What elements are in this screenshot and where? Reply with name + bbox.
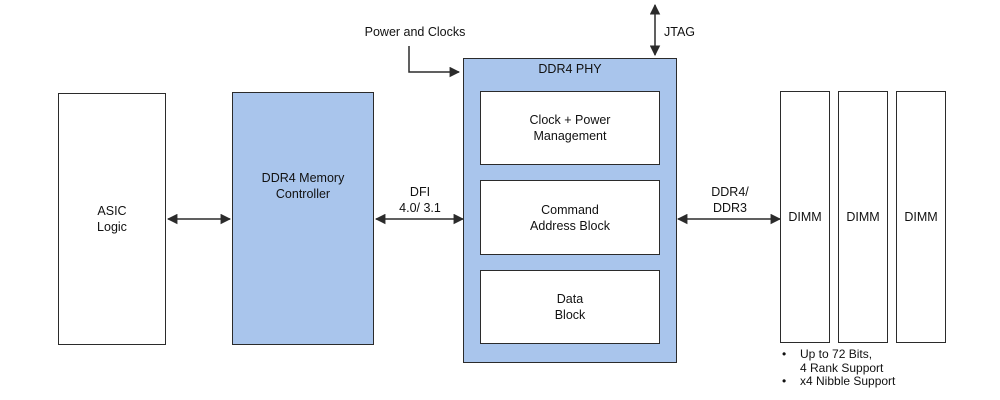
ddr4-phy-block: DDR4 PHY Clock + Power Management Comman… xyxy=(463,58,677,363)
dimm-1-label: DIMM xyxy=(788,210,822,224)
jtag-label: JTAG xyxy=(664,25,696,39)
clock-power-block: Clock + Power Management xyxy=(480,91,660,165)
data-block-label: Data Block xyxy=(554,292,586,322)
memory-controller-label: DDR4 Memory Controller xyxy=(261,171,345,201)
note-rank-support: Up to 72 Bits, 4 Rank Support xyxy=(800,347,884,375)
note-nibble-support: x4 Nibble Support xyxy=(800,374,896,388)
dimm-3: DIMM xyxy=(896,91,946,343)
dimm-notes: • Up to 72 Bits, 4 Rank Support • x4 Nib… xyxy=(782,347,896,389)
ddr4-phy-title: DDR4 PHY xyxy=(538,62,602,76)
data-block: Data Block xyxy=(480,270,660,344)
bullet-dot: • xyxy=(782,374,787,388)
command-address-block: Command Address Block xyxy=(480,180,660,255)
ddr-label: DDR4/ DDR3 xyxy=(711,185,749,215)
clock-power-label: Clock + Power Management xyxy=(529,113,611,143)
note-item: • Up to 72 Bits, 4 Rank Support xyxy=(782,347,895,375)
note-item: • x4 Nibble Support xyxy=(782,374,896,389)
asic-logic-block: ASIC Logic xyxy=(58,93,166,345)
dimm-2: DIMM xyxy=(838,91,888,343)
asic-logic-label: ASIC Logic xyxy=(97,204,127,234)
command-address-label: Command Address Block xyxy=(530,202,610,233)
dfi-label: DFI 4.0/ 3.1 xyxy=(399,185,441,215)
power-clocks-label: Power and Clocks xyxy=(364,25,466,39)
power-clocks-arrow xyxy=(408,46,461,78)
dimm-1: DIMM xyxy=(780,91,830,343)
dimm-2-label: DIMM xyxy=(846,210,880,224)
memory-controller-block: DDR4 Memory Controller xyxy=(232,92,374,345)
dimm-3-label: DIMM xyxy=(904,210,938,224)
bullet-dot: • xyxy=(782,347,787,361)
